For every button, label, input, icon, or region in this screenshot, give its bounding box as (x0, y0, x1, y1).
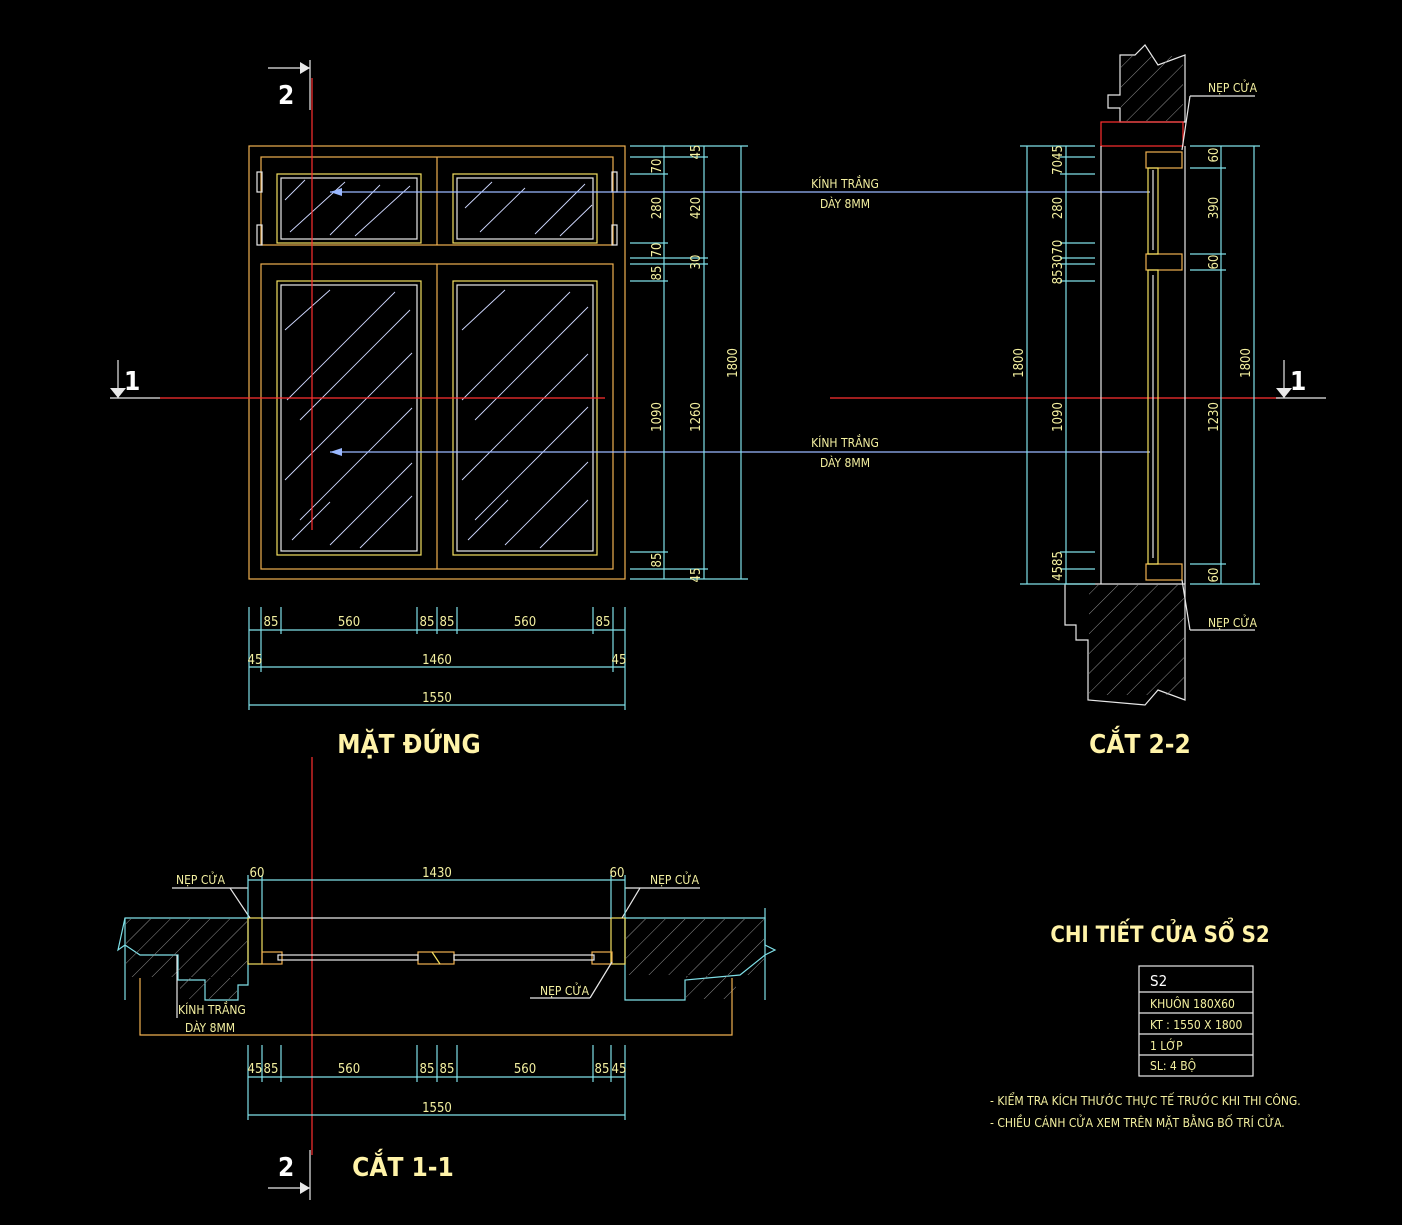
dim-text: 420 (689, 197, 704, 219)
section-1-1-title: CẮT 1-1 (352, 1147, 454, 1183)
section-marker-2-top: 2 (268, 60, 311, 111)
marker-label: 1 (124, 367, 140, 397)
dim-text: 280 (1051, 197, 1066, 219)
dim-text: 85 (650, 553, 665, 568)
dim-text: 45 (248, 1062, 263, 1077)
lintel (1100, 121, 1184, 147)
nep-cua-label: NẸP CỬA (1208, 79, 1258, 95)
table-row: SL: 4 BỘ (1150, 1058, 1196, 1073)
dim-text: 45 (248, 653, 263, 668)
elevation-bottom-dims (248, 607, 626, 710)
note-line: - KIỂM TRA KÍCH THƯỚC THỰC TẾ TRƯỚC KHI … (990, 1092, 1301, 1108)
glass-label-line2: DÀY 8MM (820, 455, 870, 470)
dim-text: 1230 (1207, 402, 1222, 432)
dim-text: 1430 (422, 866, 452, 881)
dim-text: 85 (264, 615, 279, 630)
glass-label-line1: KÍNH TRẮNG (811, 175, 879, 191)
dim-text: 60 (1207, 568, 1222, 583)
dim-text: 1090 (1051, 402, 1066, 432)
dim-text: 560 (514, 615, 536, 630)
dim-text: 85 (440, 615, 455, 630)
marker-label: 1 (1290, 367, 1306, 397)
section-marker-1-left: 1 (110, 360, 160, 399)
elevation-view: 70 280 70 85 1090 85 45 420 30 1260 45 1… (160, 78, 1150, 760)
dim-text: 1090 (650, 402, 665, 432)
table-row: S2 (1150, 972, 1167, 990)
dim-text: 60 (1207, 148, 1222, 163)
dim-text: 1550 (422, 691, 452, 706)
table-row: 1 LỚP (1150, 1038, 1183, 1053)
marker-label: 2 (278, 81, 294, 111)
glass-label-line2: DÀY 8MM (820, 196, 870, 211)
dim-text: 45 (612, 1062, 627, 1077)
dim-text: 1800 (1012, 348, 1027, 378)
note-line: - CHIỀU CÁNH CỬA XEM TRÊN MẶT BẰNG BỐ TR… (990, 1114, 1285, 1130)
dim-text: 70 (650, 159, 665, 174)
dim-text: 85 (440, 1062, 455, 1077)
nep-cua-label: NẸP CỬA (1208, 614, 1258, 630)
dim-text: 1800 (1239, 348, 1254, 378)
dim-text: 7045 (1051, 145, 1066, 175)
marker-label: 2 (278, 1153, 294, 1183)
dim-text: 70 (650, 243, 665, 258)
section-2-2-title: CẮT 2-2 (1089, 724, 1191, 760)
dim-text: 45 (689, 145, 704, 160)
dim-text: 85 (420, 1062, 435, 1077)
detail-block: CHI TIẾT CỬA SỔ S2 S2 KHUÔN 180X60 KT : … (990, 918, 1301, 1130)
dim-text: 85 (264, 1062, 279, 1077)
window-outer-frame (248, 145, 626, 580)
glass-hatch (284, 179, 593, 549)
table-row: KT : 1550 X 1800 (1150, 1018, 1243, 1032)
dim-text: 85 (650, 266, 665, 281)
dim-text: 390 (1207, 197, 1222, 219)
glass-label-line1: KÍNH TRẮNG (811, 434, 879, 450)
section-1-1-view: NẸP CỬA NẸP CỬA NẸP CỬA KÍNH TRẮNG DÀY 8… (117, 866, 777, 1183)
section-marker-1-right: 1 (830, 360, 1326, 399)
glass-label-line1: KÍNH TRẮNG (178, 1001, 246, 1017)
elevation-right-dims (630, 145, 748, 580)
elevation-title: MẶT ĐỨNG (337, 728, 480, 760)
dim-text: 853070 (1051, 240, 1066, 285)
nep-cua-label: NẸP CỬA (650, 871, 700, 887)
dim-text: 280 (650, 197, 665, 219)
dim-text: 60 (610, 866, 625, 881)
section-2-2-view: NẸP CỬA NẸP CỬA 7045 280 853070 1090 458… (1012, 44, 1260, 760)
dim-text: 45 (612, 653, 627, 668)
dim-text: 1550 (422, 1101, 452, 1116)
dim-text: 85 (420, 615, 435, 630)
dim-text: 4585 (1051, 551, 1066, 581)
dim-text: 60 (1207, 255, 1222, 270)
detail-title: CHI TIẾT CỬA SỔ S2 (1050, 918, 1269, 948)
dim-text: 85 (595, 1062, 610, 1077)
section-marker-2-bottom: 2 (268, 757, 313, 1200)
nep-cua-label: NẸP CỬA (176, 871, 226, 887)
dim-text: 45 (689, 568, 704, 583)
dim-text: 85 (596, 615, 611, 630)
table-row: KHUÔN 180X60 (1150, 996, 1235, 1011)
dim-text: 1260 (689, 402, 704, 432)
dim-text: 60 (250, 866, 265, 881)
nep-cua-label: NẸP CỬA (540, 982, 590, 998)
glass-label-line2: DÀY 8MM (185, 1020, 235, 1035)
dim-text: 1460 (422, 653, 452, 668)
dim-text: 560 (514, 1062, 536, 1077)
dim-text: 1800 (726, 348, 741, 378)
dim-text: 560 (338, 1062, 360, 1077)
dim-text: 30 (689, 255, 704, 270)
dim-text: 560 (338, 615, 360, 630)
